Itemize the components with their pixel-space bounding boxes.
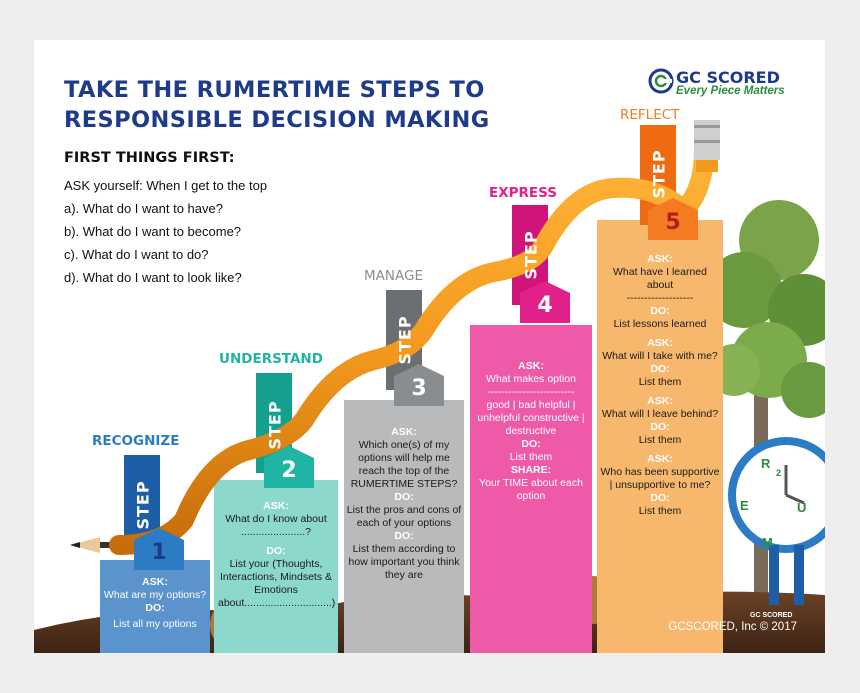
clock-illustration [728, 437, 825, 605]
step-number-4: 4 [537, 293, 553, 318]
badge-2 [264, 446, 314, 488]
gc-logo-icon [648, 68, 674, 94]
intro-line: ASK yourself: When I get to the top [64, 178, 268, 193]
badge-1 [134, 528, 184, 570]
badge-5 [648, 198, 698, 240]
panel-ask-4: Who has been supportive | unsupportive t… [600, 466, 720, 491]
title-line-2: RESPONSIBLE DECISION MAKING [64, 107, 490, 133]
category-reflect: REFLECT [620, 107, 680, 123]
badge-3 [394, 364, 444, 406]
panel-share-label: SHARE: [510, 464, 552, 476]
panel-separator: ------------------------- [487, 386, 575, 398]
footer-logo: GC SCORED [750, 612, 793, 619]
clock-letter-u: U [797, 500, 807, 515]
panel-do-label: DO: [650, 305, 670, 317]
intro-block: FIRST THINGS FIRST: ASK yourself: When I… [64, 150, 324, 289]
panel-ask-label: ASK: [518, 360, 544, 372]
panel-ask-2: good | bad helpful | unhelpful construct… [477, 399, 585, 437]
panel-do-label: DO: [521, 438, 541, 450]
panel-do-label: DO: [266, 545, 286, 557]
infographic-card: R U M E 2 TAKE THE RUMERTIME STEPS TO RE… [34, 40, 825, 653]
intro-line: c). What do I want to do? [64, 247, 209, 262]
panel-do: List them [509, 451, 553, 463]
panel-ask: What makes option [486, 373, 576, 385]
clock-letter-r: R [761, 456, 771, 471]
panel-4-bg [470, 325, 592, 653]
step-word-5: STEP [649, 149, 669, 199]
panel-ask3-label: ASK: [647, 395, 673, 407]
panel-do: List lessons learned [613, 318, 707, 330]
panel-5-bg [597, 220, 723, 653]
panel-ask-label: ASK: [391, 426, 417, 438]
panel-do-4: List them [638, 505, 682, 517]
panel-ask: What do I know about ...................… [225, 513, 327, 538]
step-number-5: 5 [665, 210, 681, 235]
panel-do2: List them according to how important you… [348, 543, 460, 581]
step-number-2: 2 [281, 458, 297, 483]
panel-ask-3: What will I leave behind? [601, 408, 719, 420]
pencil-staircase [70, 120, 720, 570]
step-panels [100, 125, 723, 653]
page-title: TAKE THE RUMERTIME STEPS TO RESPONSIBLE … [64, 75, 534, 135]
badge-4 [520, 281, 570, 323]
title-line-1: TAKE THE RUMERTIME STEPS TO [64, 77, 485, 103]
panel-do: List the pros and cons of each of your o… [346, 504, 462, 529]
panel-3-bg [344, 400, 464, 653]
panel-step-4: ASK: What makes option -----------------… [472, 360, 590, 503]
panel-step-3: ASK: Which one(s) of my options will hel… [346, 426, 462, 582]
panel-do4-label: DO: [650, 492, 670, 504]
panel-ask: What are my options? [103, 589, 207, 601]
panel-do: List all my options [113, 618, 197, 630]
panel-ask-label: ASK: [263, 500, 289, 512]
panel-do-3: List them [638, 434, 682, 446]
panel-ask: Which one(s) of my options will help me … [350, 439, 458, 490]
logo-name: GC SCORED [676, 68, 780, 87]
panel-step-2: ASK: What do I know about ..............… [218, 500, 336, 610]
panel-ask-label: ASK: [142, 576, 168, 588]
step-number-1: 1 [151, 540, 167, 565]
panel-step-5: ASK: What have I learned about ---------… [599, 253, 721, 518]
step-word-4: STEP [521, 230, 541, 280]
panel-step-1: ASK: What are my options? DO: List all m… [100, 576, 210, 631]
brand-logo: GC SCORED Every Piece Matters [648, 68, 818, 102]
panel-do-label: DO: [394, 491, 414, 503]
step-word-1: STEP [133, 480, 153, 530]
panel-do: List your (Thoughts, Interactions, Minds… [218, 558, 336, 609]
panel-ask4-label: ASK: [647, 453, 673, 465]
clock-letter-e: E [740, 498, 749, 513]
copyright-text: GCSCORED, Inc © 2017 [668, 621, 797, 633]
intro-line: b). What do I want to become? [64, 224, 242, 239]
category-recognize: RECOGNIZE [92, 433, 180, 449]
panel-do2-label: DO: [394, 530, 414, 542]
panel-1-bg [100, 560, 210, 653]
panel-share: Your TIME about each option [479, 477, 583, 502]
panel-ask-2: What will I take with me? [602, 350, 718, 362]
panel-2-bg [214, 480, 338, 653]
panel-do3-label: DO: [650, 421, 670, 433]
clock-letter-2: 2 [776, 468, 782, 478]
panel-do-label: DO: [145, 602, 165, 614]
category-manage: MANAGE [364, 268, 423, 284]
panel-ask-label: ASK: [647, 253, 673, 265]
panel-do-2: List them [638, 376, 682, 388]
panel-separator: ------------------- [626, 292, 694, 304]
step-word-2: STEP [265, 400, 285, 450]
clock-letter-m: M [762, 535, 773, 550]
panel-do2-label: DO: [650, 363, 670, 375]
logo-tagline: Every Piece Matters [676, 85, 785, 97]
intro-heading: FIRST THINGS FIRST: [64, 150, 235, 166]
step-number-3: 3 [411, 376, 427, 401]
panel-ask2-label: ASK: [647, 337, 673, 349]
category-understand: UNDERSTAND [219, 351, 323, 367]
category-express: EXPRESS [489, 185, 557, 201]
panel-ask: What have I learned about [613, 266, 707, 291]
intro-line: a). What do I want to have? [64, 201, 223, 216]
step-word-3: STEP [395, 315, 415, 365]
intro-line: d). What do I want to look like? [64, 270, 242, 285]
